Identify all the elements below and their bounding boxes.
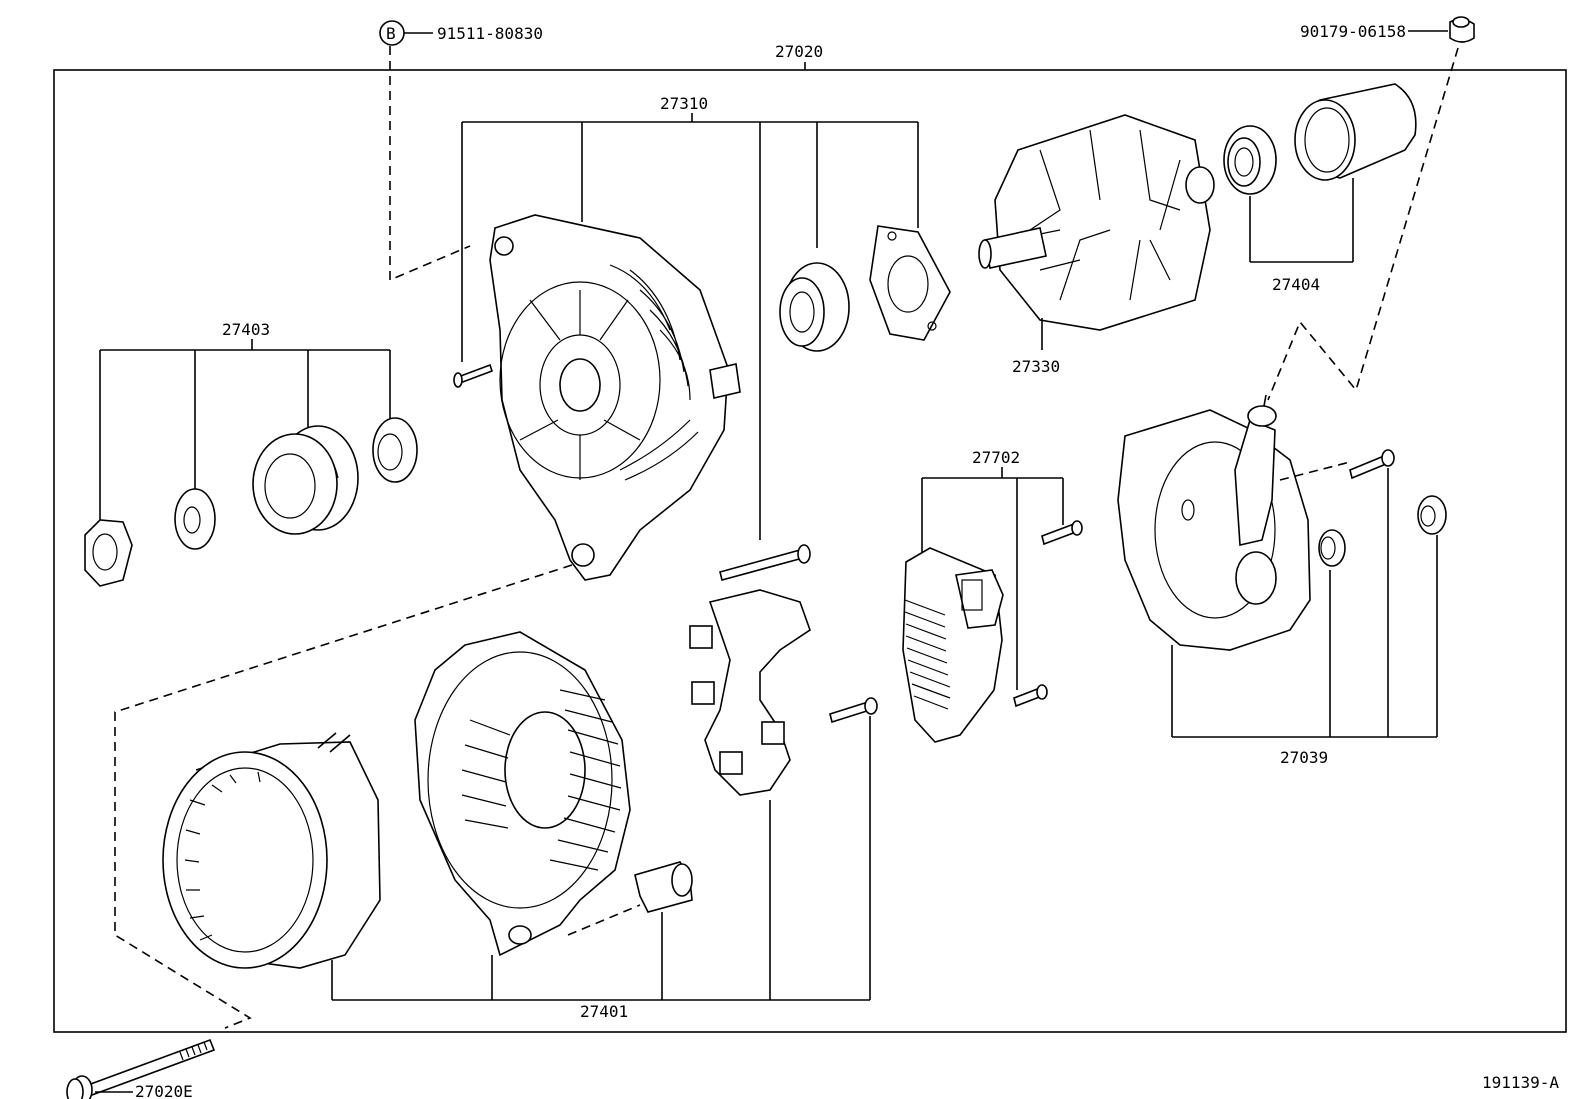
callout-27330: 27330 bbox=[1012, 318, 1060, 376]
callout-90179-06158: 90179-06158 bbox=[1267, 16, 1475, 401]
frame-screw bbox=[453, 363, 494, 388]
cover-insulator bbox=[1318, 529, 1346, 567]
callout-91511-80830: B 91511-80830 bbox=[379, 20, 543, 282]
ref-marker-letter: B bbox=[386, 24, 396, 43]
cover-bushing bbox=[1417, 495, 1447, 535]
brush-holder-screw bbox=[829, 697, 878, 724]
label-27702[interactable]: 27702 bbox=[972, 448, 1020, 467]
label-27020e[interactable]: 27020E bbox=[135, 1082, 193, 1099]
rear-bearing bbox=[1223, 125, 1277, 195]
assembly-frame bbox=[53, 69, 1567, 1033]
pulley bbox=[252, 425, 359, 535]
rectifier-end-frame bbox=[414, 631, 631, 957]
rotor bbox=[978, 114, 1215, 331]
label-27330[interactable]: 27330 bbox=[1012, 357, 1060, 376]
callout-27039: 27039 bbox=[1171, 468, 1438, 767]
callout-27403: 27403 bbox=[99, 320, 391, 520]
label-91511-80830[interactable]: 91511-80830 bbox=[437, 24, 543, 43]
pulley-washer bbox=[174, 488, 216, 550]
rear-end-cover bbox=[1117, 394, 1311, 651]
voltage-regulator bbox=[902, 547, 1004, 743]
label-27039[interactable]: 27039 bbox=[1280, 748, 1328, 767]
bearing-retainer bbox=[869, 225, 951, 341]
pulley-spacer bbox=[372, 417, 418, 483]
callout-27702: 27702 bbox=[921, 448, 1064, 690]
label-27310[interactable]: 27310 bbox=[660, 94, 708, 113]
pulley-nut bbox=[84, 519, 133, 587]
label-90179-06158[interactable]: 90179-06158 bbox=[1300, 22, 1406, 41]
label-27401[interactable]: 27401 bbox=[580, 1002, 628, 1021]
terminal-insulator bbox=[634, 861, 693, 913]
figure-id: 191139-A bbox=[1482, 1073, 1559, 1092]
label-27404[interactable]: 27404 bbox=[1272, 275, 1320, 294]
regulator-screw-bottom bbox=[1013, 684, 1048, 708]
cover-bolt bbox=[1349, 449, 1395, 480]
bearing-cover bbox=[1294, 83, 1417, 181]
through-bolt bbox=[66, 1038, 216, 1099]
callout-27020: 27020 bbox=[775, 42, 823, 70]
rectifier-screw bbox=[719, 544, 811, 581]
brush-holder bbox=[689, 589, 811, 796]
callout-27404: 27404 bbox=[1249, 178, 1354, 294]
front-bearing bbox=[779, 262, 850, 352]
label-27020[interactable]: 27020 bbox=[775, 42, 823, 61]
callout-27310: 27310 bbox=[461, 94, 919, 540]
callout-27401: 27401 bbox=[331, 716, 871, 1021]
cap-nut bbox=[1449, 16, 1475, 43]
label-27403[interactable]: 27403 bbox=[222, 320, 270, 339]
stator bbox=[162, 732, 381, 969]
callout-27020e: 27020E bbox=[95, 1082, 193, 1099]
drive-end-frame bbox=[489, 214, 741, 581]
regulator-screw-top bbox=[1041, 520, 1083, 546]
